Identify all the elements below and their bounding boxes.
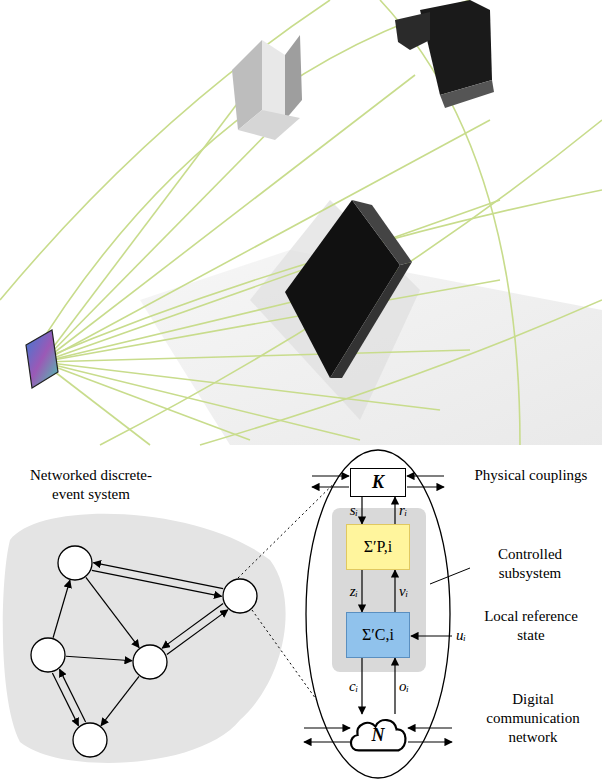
controlled-subsystem-frame bbox=[332, 508, 426, 672]
graph-arrow bbox=[86, 577, 139, 647]
black-block bbox=[285, 200, 412, 378]
signal-name: uᵢ bbox=[456, 626, 474, 645]
plant-box: Σ′P,i bbox=[346, 524, 410, 570]
coupling-arrows bbox=[304, 476, 452, 742]
network-cloud: N bbox=[346, 714, 410, 756]
signal-arrow bbox=[361, 497, 362, 524]
reference-label: Local reference state bbox=[476, 607, 586, 645]
signal-arrow bbox=[361, 658, 362, 714]
node-text: N bbox=[372, 725, 385, 746]
sensor bbox=[26, 330, 58, 388]
signal-arrow bbox=[361, 570, 362, 612]
node-text: Σ′P,i bbox=[364, 538, 392, 556]
system-label: Networked discrete-event system bbox=[18, 466, 164, 504]
graph-arrows bbox=[52, 563, 227, 726]
scene-ground bbox=[0, 0, 602, 445]
graph-region bbox=[3, 514, 286, 763]
coupling-box: K bbox=[350, 468, 406, 497]
controller-box: Σ′C,i bbox=[346, 612, 410, 658]
leader-line bbox=[430, 568, 470, 584]
scene bbox=[0, 0, 602, 445]
graph-arrow bbox=[162, 603, 223, 648]
rays bbox=[0, 0, 602, 445]
signal-name: zᵢ bbox=[350, 582, 358, 601]
graph-arrow bbox=[92, 570, 222, 596]
subsystem-detail bbox=[304, 450, 470, 778]
cloud-outline bbox=[351, 720, 406, 750]
subsystem-ellipse bbox=[306, 450, 450, 778]
signal-name: vᵢ bbox=[399, 582, 408, 601]
grey-object bbox=[232, 35, 302, 140]
node-text: Σ′C,i bbox=[362, 626, 394, 644]
signal-arrow bbox=[394, 497, 395, 524]
node-text: K bbox=[372, 472, 384, 493]
coupling-label: Physical couplings bbox=[474, 466, 588, 485]
shadow bbox=[250, 200, 420, 420]
black-object bbox=[395, 0, 494, 108]
signal-name: rᵢ bbox=[399, 501, 407, 520]
signal-name: oᵢ bbox=[399, 677, 409, 696]
signal-arrow bbox=[394, 570, 395, 612]
subsystem-label: Controlled subsystem bbox=[470, 545, 590, 583]
signal-name: cᵢ bbox=[349, 677, 358, 696]
graph-arrow bbox=[66, 656, 132, 661]
graph-arrow bbox=[53, 580, 70, 637]
signal-arrow bbox=[394, 658, 395, 714]
graph-circles bbox=[31, 546, 257, 757]
graph-arrow bbox=[101, 676, 139, 725]
network-label: Digital communication network bbox=[476, 690, 590, 747]
graph-arrow bbox=[167, 610, 228, 655]
graph-arrow bbox=[52, 673, 78, 726]
graph-arrow bbox=[93, 563, 223, 589]
signal-name: sᵢ bbox=[350, 501, 358, 520]
